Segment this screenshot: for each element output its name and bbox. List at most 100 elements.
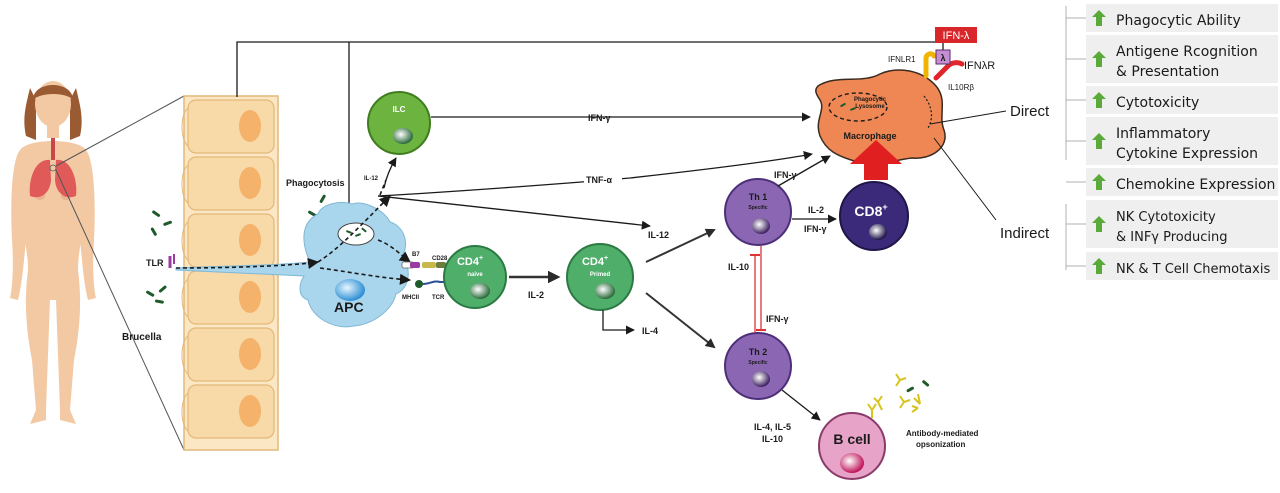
il4-primed-label: IL-4 <box>642 326 658 336</box>
th1-cell <box>724 178 792 246</box>
cd28-label: CD28 <box>432 256 448 262</box>
opsonization-label-1: Antibody-mediated <box>906 429 979 438</box>
effect-item-label: Inflammatory <box>1116 126 1210 142</box>
effect-item: NK Cytotoxicity & INFγ Producing <box>1066 200 1278 248</box>
tlr-label: TLR <box>146 258 164 268</box>
human-figure-icon <box>10 81 96 424</box>
lambda-symbol: λ <box>940 53 945 63</box>
il12-th1-label: IL-12 <box>648 230 669 240</box>
macrophage-cell <box>815 69 946 165</box>
ifng-reg-label: IFN-γ <box>766 314 789 324</box>
epithelium <box>181 95 279 451</box>
ifng-ilc-label: IFN-γ <box>588 113 611 123</box>
il2-primed-label: IL-2 <box>528 290 544 300</box>
effect-item: Chemokine Expression <box>1066 168 1278 196</box>
tcr-label: TCR <box>432 295 445 301</box>
th2-label: Th 2 <box>749 347 768 357</box>
hair <box>24 88 82 140</box>
brucella-label: Brucella <box>122 332 162 343</box>
up-arrow-icon <box>1092 10 1106 26</box>
cd4-naive-cell <box>443 245 507 309</box>
effect-item-label: & INFγ Producing <box>1116 230 1228 245</box>
epithelial-cell <box>181 156 275 211</box>
up-arrow-icon <box>1092 51 1106 67</box>
torso <box>20 141 86 410</box>
effect-item: Phagocytic Ability <box>1066 4 1278 32</box>
epithelial-cell <box>181 270 275 325</box>
cd4-primed-sub: Primed <box>590 272 611 278</box>
cd8-label: CD8 <box>854 203 882 219</box>
ilc-cell <box>367 91 431 155</box>
svg-text:CD4+: CD4+ <box>457 255 483 268</box>
epithelial-cell <box>181 384 275 439</box>
cd4-naive-sup: + <box>479 255 483 262</box>
left-arm <box>10 150 28 300</box>
effect-item-label: NK & T Cell Chemotaxis <box>1116 262 1270 277</box>
b-cell <box>818 412 886 480</box>
ifng-th1-cd8-label: IFN-γ <box>804 224 827 234</box>
th1-label: Th 1 <box>749 192 768 202</box>
ifnlr1-label: IFNLR1 <box>888 55 916 64</box>
phago-lyso-label-2: Lysosome <box>855 104 885 110</box>
b7-cd28-synapse <box>401 261 446 269</box>
ifn-lambda-box <box>935 27 977 43</box>
up-arrow-icon <box>1092 174 1106 190</box>
il10-reg-label: IL-10 <box>728 262 749 272</box>
effect-item-label: Cytotoxicity <box>1116 95 1199 111</box>
cd8-cell <box>839 181 909 251</box>
phago-lyso-label-1: Phagocytic <box>854 97 887 103</box>
up-arrow-icon <box>1092 133 1106 149</box>
tnfa-label: TNF-α <box>586 175 612 185</box>
cd4-naive-sub: naive <box>467 272 483 278</box>
bcell-label: B cell <box>833 431 870 447</box>
indirect-effects-panel: NK Cytotoxicity & INFγ Producing NK & T Ce… <box>1066 200 1278 280</box>
effect-item-label: & Presentation <box>1116 64 1219 80</box>
svg-text:CD8+: CD8+ <box>854 202 887 219</box>
up-arrow-icon <box>1092 216 1106 232</box>
antibody-icons <box>867 373 921 418</box>
cd8-sup: + <box>882 202 887 212</box>
th1-sub: Specific <box>748 205 767 211</box>
effect-item-label: Phagocytic Ability <box>1116 13 1241 29</box>
effect-item: NK & T Cell Chemotaxis <box>1066 252 1278 280</box>
cd4-primed-cell <box>566 243 634 311</box>
epithelial-cell <box>181 99 275 154</box>
effect-item: Antigene Rcognition& Presentation <box>1066 35 1278 83</box>
mhcii-tcr-synapse <box>415 280 446 288</box>
brucella-bacteria-icon <box>146 194 331 304</box>
right-arm <box>78 150 96 300</box>
cd4-primed-sup: + <box>604 255 608 262</box>
lungs-icon <box>29 138 77 198</box>
effect-item: Cytotoxicity <box>1066 86 1278 114</box>
ifng-th1-mac-label: IFN-γ <box>774 170 797 180</box>
il2-th1-cd8-label: IL-2 <box>808 205 824 215</box>
th2-cell <box>724 332 792 400</box>
il12-small-label: IL-12 <box>364 176 379 182</box>
indirect-label: Indirect <box>1000 225 1050 242</box>
up-arrow-icon <box>1092 92 1106 108</box>
macrophage-label: Macrophage <box>843 131 896 141</box>
il10-th2-label: IL-10 <box>762 434 783 444</box>
opsonization-label-2: opsonization <box>916 440 965 449</box>
cd4-naive-label: CD4 <box>457 256 480 268</box>
ilc-label: ILC <box>393 105 406 114</box>
apc-label: APC <box>334 299 364 315</box>
effect-item-label: NK Cytotoxicity <box>1116 210 1216 225</box>
il4-il5-label: IL-4, IL-5 <box>754 422 791 432</box>
tlr-receptor-icon <box>168 254 175 268</box>
epithelial-cell <box>181 213 275 268</box>
b7-label: B7 <box>412 252 420 258</box>
up-arrow-icon <box>1092 258 1106 274</box>
phagocytosis-label: Phagocytosis <box>286 178 345 188</box>
hair-top <box>33 85 73 100</box>
th2-sub: Specific <box>748 360 767 366</box>
effect-item-label: Cytokine Expression <box>1116 146 1258 162</box>
il10rb-label: IL10Rβ <box>948 83 974 92</box>
effect-item-label: Chemokine Expression <box>1116 177 1275 193</box>
cd8-activation-arrow <box>850 140 902 180</box>
cd4-primed-label: CD4 <box>582 256 605 268</box>
